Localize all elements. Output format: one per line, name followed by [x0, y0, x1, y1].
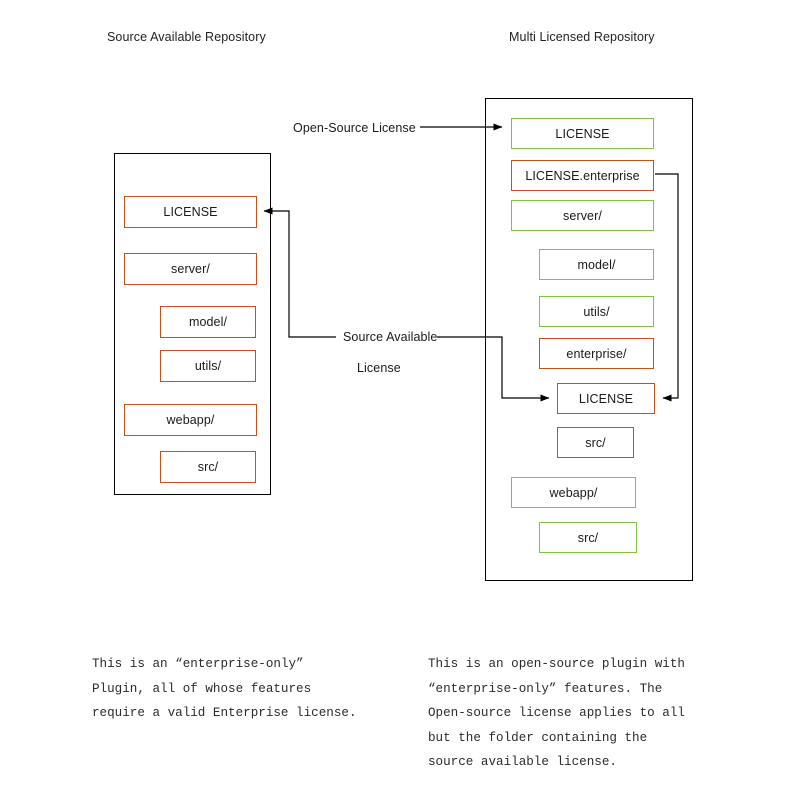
left-entry-model[interactable]: model/: [160, 306, 256, 338]
annotation-open-source-license: Open-Source License: [293, 121, 416, 135]
right-entry-webapp-src[interactable]: src/: [539, 522, 637, 553]
right-entry-webapp[interactable]: webapp/: [511, 477, 636, 508]
annotation-source-available-line1: Source Available: [343, 330, 438, 344]
right-entry-enterprise-src[interactable]: src/: [557, 427, 634, 458]
annotation-source-available-line2: License: [357, 361, 401, 375]
left-entry-license[interactable]: LICENSE: [124, 196, 257, 228]
right-entry-utils[interactable]: utils/: [539, 296, 654, 327]
right-entry-license-open-source[interactable]: LICENSE: [511, 118, 654, 149]
right-repository-title: Multi Licensed Repository: [509, 30, 655, 44]
left-entry-utils[interactable]: utils/: [160, 350, 256, 382]
left-entry-server[interactable]: server/: [124, 253, 257, 285]
left-repository-title: Source Available Repository: [107, 30, 266, 44]
left-entry-src[interactable]: src/: [160, 451, 256, 483]
left-caption: This is an “enterprise-only” Plugin, all…: [92, 657, 357, 720]
wire-source-available-to-left: [263, 207, 336, 338]
right-entry-enterprise[interactable]: enterprise/: [539, 338, 654, 369]
left-entry-webapp[interactable]: webapp/: [124, 404, 257, 436]
right-entry-model[interactable]: model/: [539, 249, 654, 280]
right-entry-license-enterprise[interactable]: LICENSE.enterprise: [511, 160, 654, 191]
right-caption: This is an open-source plugin with “ente…: [428, 657, 685, 769]
right-entry-server[interactable]: server/: [511, 200, 654, 231]
right-entry-license-source-available[interactable]: LICENSE: [557, 383, 655, 414]
